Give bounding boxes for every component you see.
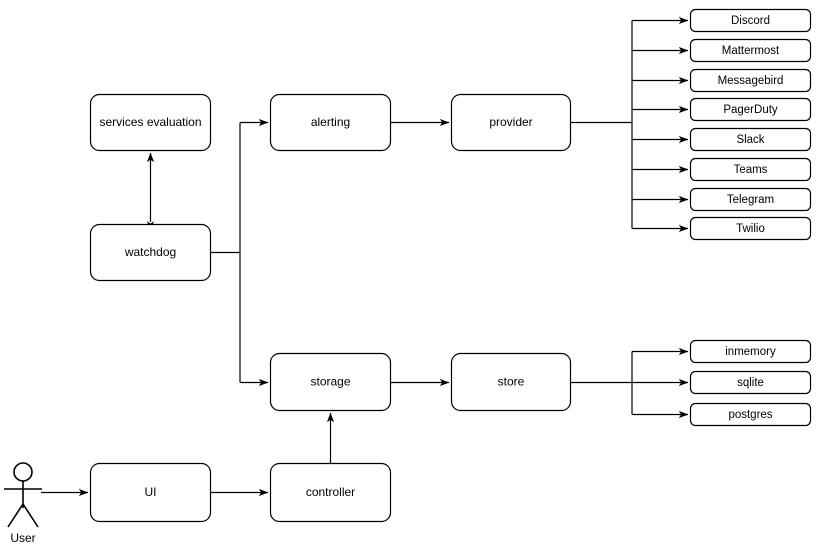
node-postgres[interactable]: postgres bbox=[689, 402, 812, 427]
actor-leg-right-icon bbox=[22, 503, 39, 528]
node-sqlite-box[interactable] bbox=[689, 370, 812, 395]
node-controller-box[interactable] bbox=[269, 462, 392, 523]
provider-branch-edges bbox=[632, 16, 689, 233]
actor-head-icon bbox=[13, 462, 33, 482]
node-twilio-label: Twilio bbox=[736, 223, 765, 235]
node-pagerduty-box[interactable] bbox=[689, 97, 812, 122]
node-watchdog[interactable]: watchdog bbox=[89, 223, 212, 282]
node-messagebird-label: Messagebird bbox=[718, 75, 784, 87]
node-alerting-box[interactable] bbox=[269, 93, 392, 152]
node-ui[interactable]: UI bbox=[89, 462, 212, 523]
provider-leaf-nodes: Discord Mattermost Messagebird PagerDuty… bbox=[689, 8, 812, 241]
node-provider[interactable]: provider bbox=[450, 93, 572, 152]
node-store[interactable]: store bbox=[450, 352, 572, 412]
node-sqlite-label: sqlite bbox=[737, 377, 764, 389]
node-store-label: store bbox=[498, 375, 525, 389]
node-messagebird-box[interactable] bbox=[689, 68, 812, 93]
node-postgres-label: postgres bbox=[728, 409, 772, 421]
node-storage[interactable]: storage bbox=[269, 352, 392, 412]
node-inmemory-box[interactable] bbox=[689, 339, 812, 364]
node-telegram-box[interactable] bbox=[689, 187, 812, 212]
node-ui-box[interactable] bbox=[89, 462, 212, 523]
node-inmemory-label: inmemory bbox=[725, 346, 776, 358]
node-telegram-label: Telegram bbox=[727, 194, 774, 206]
node-twilio-box[interactable] bbox=[689, 216, 812, 241]
node-watchdog-box[interactable] bbox=[89, 223, 212, 282]
node-teams-box[interactable] bbox=[689, 157, 812, 182]
node-storage-label: storage bbox=[310, 375, 350, 389]
node-store-box[interactable] bbox=[450, 352, 572, 412]
actor-user[interactable]: User bbox=[4, 462, 42, 545]
node-mattermost[interactable]: Mattermost bbox=[689, 38, 812, 63]
node-services-evaluation-box[interactable] bbox=[89, 93, 212, 152]
node-messagebird[interactable]: Messagebird bbox=[689, 68, 812, 93]
node-teams[interactable]: Teams bbox=[689, 157, 812, 182]
node-sqlite[interactable]: sqlite bbox=[689, 370, 812, 395]
node-slack-label: Slack bbox=[736, 134, 764, 146]
node-provider-box[interactable] bbox=[450, 93, 572, 152]
node-discord[interactable]: Discord bbox=[689, 8, 812, 33]
node-mattermost-label: Mattermost bbox=[722, 45, 780, 57]
store-branch-edges bbox=[632, 347, 689, 419]
store-leaf-nodes: inmemory sqlite postgres bbox=[689, 339, 812, 427]
node-pagerduty[interactable]: PagerDuty bbox=[689, 97, 812, 122]
actor-leg-left-icon bbox=[7, 503, 24, 528]
node-services-evaluation[interactable]: services evaluation bbox=[89, 93, 212, 152]
node-slack[interactable]: Slack bbox=[689, 127, 812, 152]
node-storage-box[interactable] bbox=[269, 352, 392, 412]
node-services-evaluation-label: services evaluation bbox=[99, 115, 201, 129]
node-mattermost-box[interactable] bbox=[689, 38, 812, 63]
node-alerting-label: alerting bbox=[311, 115, 350, 129]
node-discord-label: Discord bbox=[731, 15, 770, 27]
edge-layer bbox=[41, 20, 633, 497]
node-inmemory[interactable]: inmemory bbox=[689, 339, 812, 364]
node-teams-label: Teams bbox=[734, 164, 768, 176]
node-provider-label: provider bbox=[489, 115, 532, 129]
node-discord-box[interactable] bbox=[689, 8, 812, 33]
actor-user-label: User bbox=[10, 531, 35, 545]
node-controller-label: controller bbox=[306, 485, 355, 499]
node-pagerduty-label: PagerDuty bbox=[723, 104, 778, 116]
node-alerting[interactable]: alerting bbox=[269, 93, 392, 152]
node-slack-box[interactable] bbox=[689, 127, 812, 152]
node-ui-label: UI bbox=[145, 485, 157, 499]
node-controller[interactable]: controller bbox=[269, 462, 392, 523]
node-postgres-box[interactable] bbox=[689, 402, 812, 427]
node-watchdog-label: watchdog bbox=[124, 245, 176, 259]
node-twilio[interactable]: Twilio bbox=[689, 216, 812, 241]
node-telegram[interactable]: Telegram bbox=[689, 187, 812, 212]
